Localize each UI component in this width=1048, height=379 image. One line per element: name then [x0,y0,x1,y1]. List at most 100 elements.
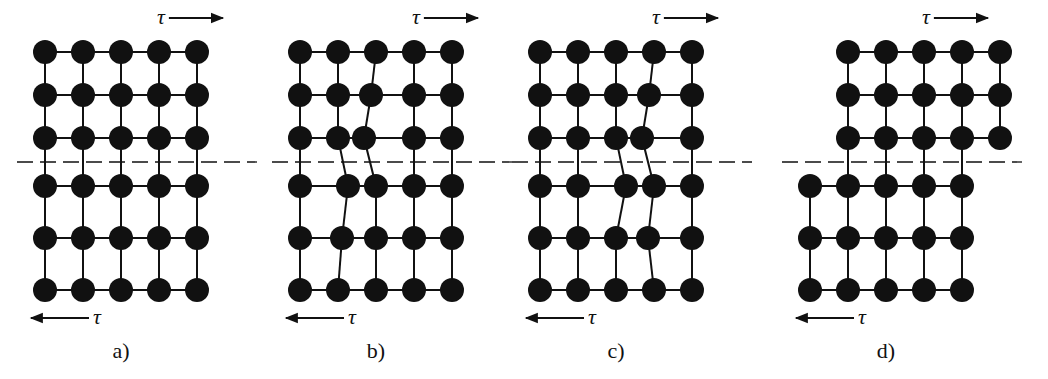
atom [614,174,638,198]
atom [336,174,360,198]
shear-arrow [796,317,854,319]
lattice-panel [272,40,512,302]
atom [147,40,171,64]
atom [836,278,860,302]
atom [71,126,95,150]
atom [566,126,590,150]
atom [402,278,426,302]
atom [109,83,133,107]
atom [680,174,704,198]
atom [566,226,590,250]
atom [326,126,350,150]
atom [680,278,704,302]
atom [566,278,590,302]
atom [528,174,552,198]
atom [604,40,628,64]
atom [528,278,552,302]
lattice-panel [512,40,752,302]
atom [912,174,936,198]
shear-arrow [664,17,718,19]
atom [912,226,936,250]
shear-arrow [424,17,478,19]
atom [642,278,666,302]
atom [440,174,464,198]
atom [288,83,312,107]
atom [836,83,860,107]
atom [288,278,312,302]
atom [71,226,95,250]
atom [440,126,464,150]
shear-arrow [286,317,344,319]
atom [364,174,388,198]
atom [836,126,860,150]
atom [874,226,898,250]
atom [680,83,704,107]
atom [440,40,464,64]
atom [950,226,974,250]
panel-caption: c) [607,340,624,362]
slip-plane [17,161,257,162]
atom [912,40,936,64]
atom [185,278,209,302]
atom [440,226,464,250]
atom [912,83,936,107]
atom [528,126,552,150]
atom [950,174,974,198]
atom [680,226,704,250]
slip-plane [782,161,1022,162]
atom [33,174,57,198]
atom [326,278,350,302]
atom [288,174,312,198]
shear-arrow [169,17,223,19]
atom [874,278,898,302]
panel-caption: b) [367,340,385,362]
atom [680,126,704,150]
atom [836,174,860,198]
atom [402,40,426,64]
atom [352,126,376,150]
atom [836,40,860,64]
atom [402,174,426,198]
lattice-panel [17,40,257,302]
atom [185,226,209,250]
atom [109,278,133,302]
atom [185,40,209,64]
atom [912,278,936,302]
shear-stress-label: τ [922,6,930,28]
slip-plane [512,161,752,162]
atom [185,126,209,150]
atom [604,126,628,150]
atom [642,174,666,198]
atom [636,226,660,250]
atom [288,126,312,150]
atom [642,40,666,64]
atom [109,40,133,64]
atom [637,83,661,107]
atom [440,278,464,302]
atom [33,278,57,302]
atom [566,174,590,198]
slip-plane [272,161,512,162]
atom [326,40,350,64]
atom [71,278,95,302]
shear-stress-label: τ [348,306,356,328]
atom [330,226,354,250]
atom [950,126,974,150]
atom [566,83,590,107]
atom [950,278,974,302]
atom [566,40,590,64]
panel-caption: d) [877,340,895,362]
atom [604,278,628,302]
atom [950,40,974,64]
atom [798,174,822,198]
atom [33,226,57,250]
atom [185,83,209,107]
atom [950,83,974,107]
atom [109,174,133,198]
shear-arrow [31,317,89,319]
atom [604,83,628,107]
atom [147,174,171,198]
atom [364,40,388,64]
atom [185,174,209,198]
atom [680,40,704,64]
